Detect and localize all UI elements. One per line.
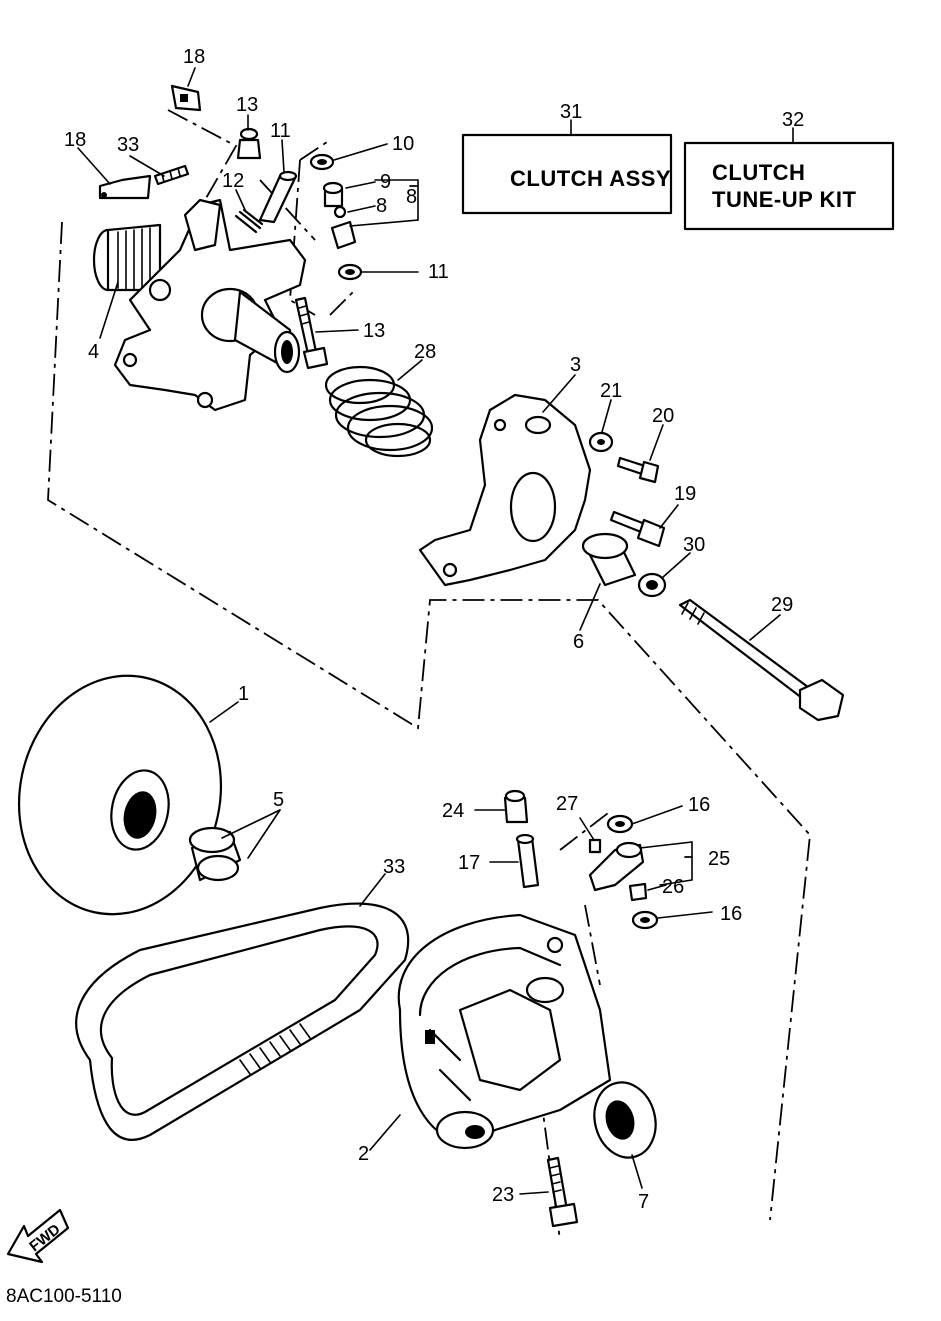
callout-31: 31 [560,101,582,123]
callout-5: 5 [273,789,284,811]
callout-1: 1 [238,683,249,705]
part-9-roller [322,181,344,208]
part-24-weight [588,841,645,892]
callout-6: 6 [573,631,584,653]
part-25-roller [628,882,648,902]
part-3-spider-cover [418,393,592,587]
callout-2: 2 [358,1143,369,1165]
part-11-washer-top [309,153,335,171]
part-17-pin [515,833,540,889]
callout-3: 3 [570,354,581,376]
part-5-bushing [188,826,242,882]
diagram-code: 8AC100-5110 [6,1286,122,1307]
tune-up-kit-line1: CLUTCH [712,160,805,185]
part-12-pin [258,170,298,224]
part-10-bushing [330,205,357,250]
callout-19: 19 [674,483,696,505]
part-18-weight-b [98,174,152,200]
forward-arrow-icon: FWD [6,1208,70,1264]
callout-33: 33 [117,134,139,156]
callout-13: 12 [222,170,244,192]
callout-25: 26 [662,876,684,898]
part-27-spring [324,365,434,458]
part-6-bushing [581,532,637,587]
callout-numbers: 18 18 33 13 11 12 10 9 8 8 8 11 13 4 28 … [64,46,804,1213]
callout-22: 23 [492,1184,514,1206]
callout-7: 7 [638,1191,649,1213]
callout-18a: 18 [183,46,205,68]
part-18-weight [170,84,202,112]
callout-28: 29 [771,594,793,616]
leader-lines [77,67,794,1195]
part-33-pin [153,164,190,186]
part-13-spring [234,208,264,234]
callout-23: 24 [442,800,464,822]
part-30-belt [75,902,410,1141]
clutch-assy-box: CLUTCH ASSY [461,133,673,215]
clutch-assy-label: CLUTCH ASSY [510,166,671,191]
callout-18b: 18 [64,129,86,151]
part-28-bolt [678,598,845,722]
callout-4: 4 [88,341,99,363]
callout-14: 13 [363,320,385,342]
callout-16b: 16 [720,903,742,925]
callout-15: 13 [236,94,258,116]
part-11-washer-bottom [337,263,363,281]
callout-12: 11 [270,120,291,142]
callout-20: 20 [652,405,674,427]
callout-27: 28 [414,341,436,363]
callout-24: 25 [708,848,730,870]
part-4-movable-sheave [92,198,307,412]
callout-32: 32 [782,109,804,131]
part-21-washer [588,431,614,453]
callout-16a: 16 [688,794,710,816]
callout-26: 27 [556,793,578,815]
part-20-bolt [616,456,660,484]
part-16-washer-bottom [631,910,659,930]
callout-29: 30 [683,534,705,556]
part-29-washer [637,572,667,598]
tune-up-kit-box: CLUTCH TUNE-UP KIT [683,141,895,231]
callout-30: 33 [383,856,405,878]
callout-11b: 11 [428,261,449,283]
callout-21: 21 [600,380,622,402]
part-2-secondary-sheave [397,913,612,1150]
callout-9: 9 [380,171,391,193]
part-14-bolt [294,296,329,370]
callout-11a: 10 [392,133,414,155]
part-16-washer-top [606,814,634,834]
part-7-bushing [593,1081,657,1159]
callout-17: 17 [458,852,480,874]
part-1-fixed-sheave [17,674,223,916]
part-19-bolt [609,510,666,548]
callout-8-label: 8 [406,186,417,208]
part-23-cap [503,789,529,824]
part-22-bolt [546,1156,579,1228]
part-15-cap [236,127,262,160]
callout-10: 8 [376,195,387,217]
tune-up-kit-line2: TUNE-UP KIT [712,187,856,212]
part-26-clip [588,838,602,854]
